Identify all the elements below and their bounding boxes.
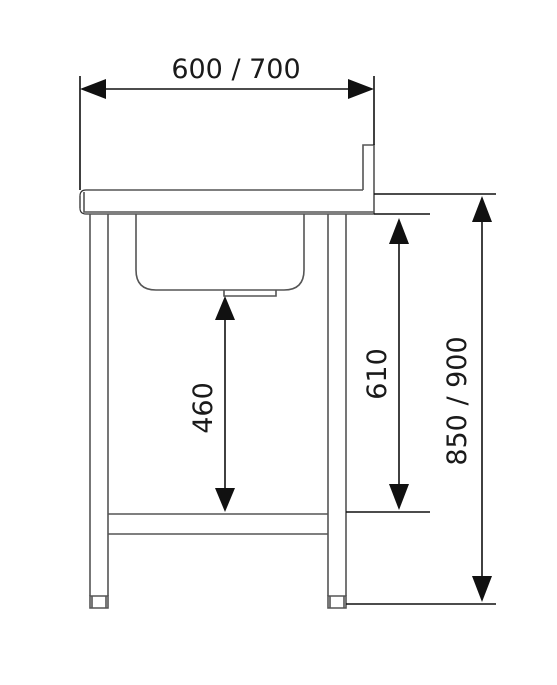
- sink-drain: [223, 290, 277, 297]
- lower-crossbar: [108, 513, 328, 535]
- sink-clearance-dimension: 460: [188, 296, 235, 512]
- arrow-down: [472, 576, 492, 602]
- backsplash: [362, 144, 375, 214]
- width-dimension: 600 / 700: [79, 54, 375, 190]
- sink-clearance-label: 460: [188, 382, 219, 434]
- width-label: 600 / 700: [171, 54, 300, 85]
- rear-leg-foot: [327, 595, 347, 609]
- total-height-label: 850 / 900: [442, 336, 473, 465]
- total-height-dimension: 850 / 900: [346, 193, 496, 605]
- front-leg: [89, 214, 109, 596]
- arrow-down: [215, 488, 235, 512]
- shelf-to-top-dimension: 610: [346, 213, 430, 513]
- arrow-down: [389, 484, 409, 510]
- arrow-left: [80, 79, 106, 99]
- arrow-up: [215, 296, 235, 320]
- shelf-to-top-label: 610: [362, 348, 393, 400]
- table-side-view: [79, 144, 375, 609]
- sink-bowl: [135, 214, 305, 291]
- rear-leg: [327, 214, 347, 596]
- front-leg-foot: [89, 595, 109, 609]
- arrow-right: [348, 79, 374, 99]
- arrow-up: [472, 196, 492, 222]
- worktop: [79, 189, 374, 213]
- worktop-front-edge: [79, 189, 374, 215]
- arrow-up: [389, 218, 409, 244]
